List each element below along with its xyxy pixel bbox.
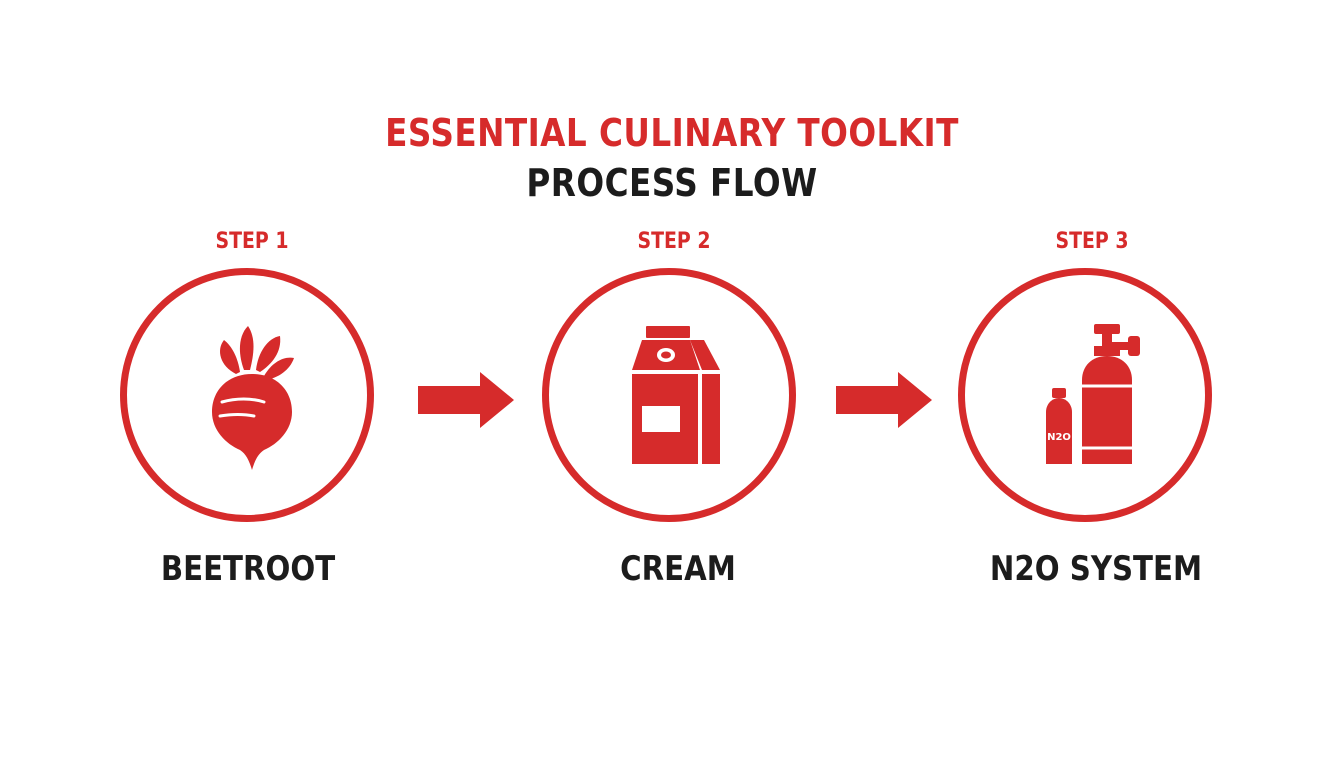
- step-3-circle: [958, 268, 1212, 522]
- diagram-title: ESSENTIAL CULINARY TOOLKIT: [385, 111, 959, 155]
- beetroot-icon: [212, 326, 294, 470]
- step-2-label: STEP 2: [637, 229, 711, 254]
- arrow-right-icon: [418, 372, 514, 428]
- cylinder-label: N2O: [1047, 432, 1071, 443]
- diagram-subtitle: PROCESS FLOW: [526, 161, 818, 205]
- step-2-name: CREAM: [620, 549, 736, 589]
- step-1-label: STEP 1: [215, 229, 289, 254]
- step-2-circle: [542, 268, 796, 522]
- milk-carton-icon: [632, 326, 720, 464]
- gas-cylinder-icon: N2O: [1046, 324, 1140, 464]
- arrow-right-icon: [836, 372, 932, 428]
- step-3-label: STEP 3: [1055, 229, 1129, 254]
- step-1-name: BEETROOT: [160, 549, 336, 589]
- step-1-circle: [120, 268, 374, 522]
- step-3-name: N2O SYSTEM: [989, 549, 1203, 589]
